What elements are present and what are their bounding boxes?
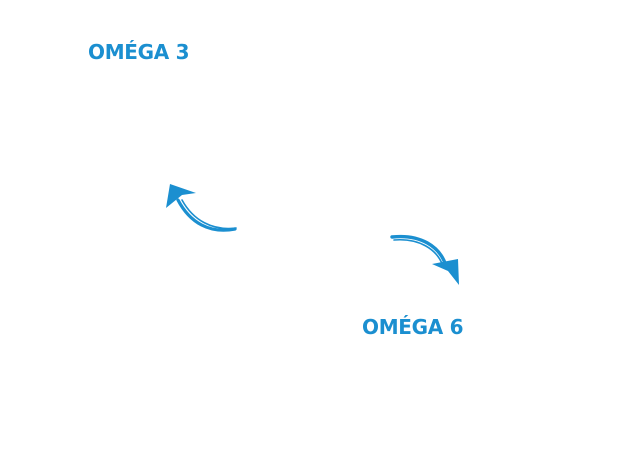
curved-arrow-down-right-icon [390, 234, 459, 285]
omega-3-label: OMÉGA 3 [88, 40, 190, 64]
curved-arrow-up-left-icon [166, 184, 237, 232]
omega-6-label: OMÉGA 6 [362, 315, 464, 339]
